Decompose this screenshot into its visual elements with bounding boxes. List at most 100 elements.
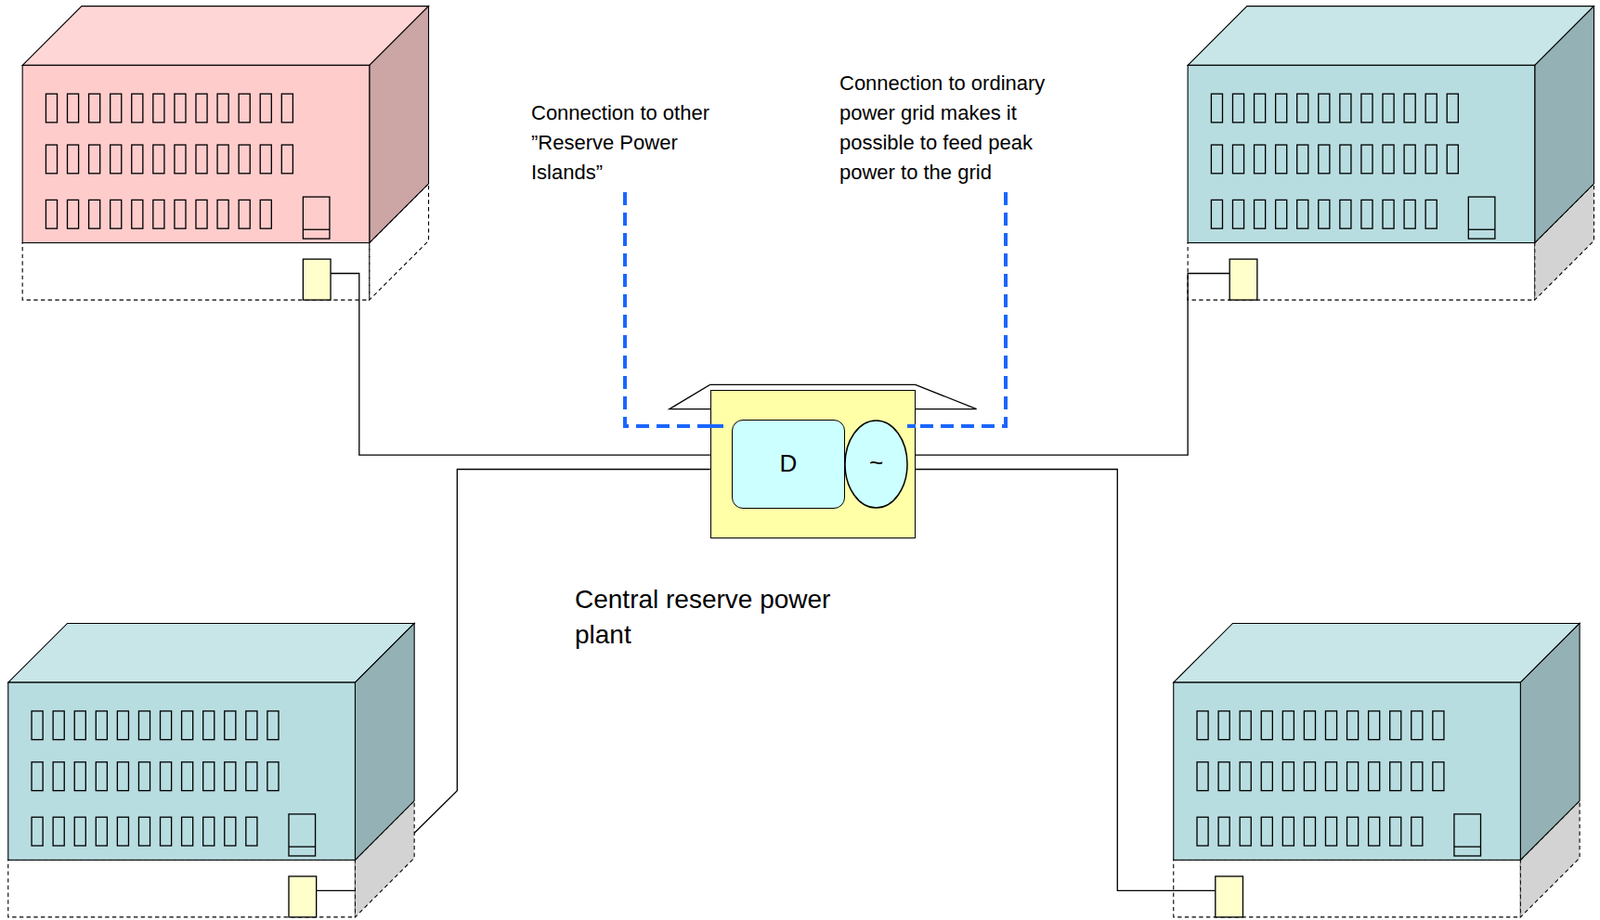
window <box>1339 199 1352 229</box>
window <box>1368 711 1380 741</box>
window <box>45 199 57 229</box>
building-front <box>1173 682 1522 860</box>
window <box>217 144 229 174</box>
window <box>89 144 101 174</box>
building-front <box>1187 65 1535 243</box>
window <box>1432 711 1444 741</box>
window <box>138 817 150 846</box>
window <box>1232 199 1244 229</box>
window <box>224 711 236 741</box>
window <box>267 711 279 741</box>
window <box>1303 711 1315 741</box>
window <box>153 144 165 174</box>
window <box>131 144 144 174</box>
window <box>281 144 293 174</box>
window <box>1368 817 1380 846</box>
window <box>89 199 101 229</box>
building <box>1173 623 1580 917</box>
window <box>195 199 208 229</box>
window <box>52 817 65 846</box>
door <box>1468 196 1496 239</box>
window <box>89 93 101 123</box>
window <box>1411 762 1423 792</box>
window <box>95 762 107 792</box>
window <box>74 762 86 792</box>
window <box>110 93 122 123</box>
window <box>1425 144 1437 174</box>
window <box>1361 93 1373 123</box>
window <box>138 762 150 792</box>
window <box>160 817 172 846</box>
door <box>1454 845 1482 847</box>
window <box>260 93 272 123</box>
building-part <box>1520 623 1580 860</box>
window <box>1282 711 1294 741</box>
building-part <box>1187 243 1535 301</box>
engine-symbol: D <box>732 449 845 479</box>
window <box>260 199 272 229</box>
window <box>1239 762 1251 792</box>
generator-circle: ~ <box>844 419 909 509</box>
window <box>1282 762 1294 792</box>
building-part <box>1173 859 1522 918</box>
window <box>1218 762 1230 792</box>
window <box>1361 144 1373 174</box>
window <box>1232 144 1244 174</box>
callout-note: Connection to other ”Reserve Power Islan… <box>531 98 755 188</box>
window <box>153 199 165 229</box>
window <box>1275 144 1288 174</box>
window <box>67 144 79 174</box>
power-cable <box>330 273 711 456</box>
window <box>1361 199 1373 229</box>
window <box>1446 93 1458 123</box>
building <box>22 6 429 300</box>
window <box>1347 762 1359 792</box>
window <box>224 817 236 846</box>
connection-box <box>288 876 317 918</box>
window <box>117 762 129 792</box>
window <box>1404 93 1416 123</box>
window <box>1382 144 1394 174</box>
window <box>117 817 129 846</box>
window <box>195 93 208 123</box>
building-part <box>369 6 430 244</box>
window <box>153 93 165 123</box>
window <box>1261 711 1273 741</box>
window <box>1339 144 1352 174</box>
building-part <box>22 243 370 301</box>
window <box>1254 93 1266 123</box>
window <box>195 144 208 174</box>
window <box>174 199 186 229</box>
window <box>52 711 65 741</box>
diesel-engine-box: D <box>731 419 846 509</box>
window <box>1425 199 1437 229</box>
reserve-connection <box>907 424 916 429</box>
window <box>1404 199 1416 229</box>
window <box>1210 199 1223 229</box>
window <box>1232 93 1244 123</box>
window <box>1303 817 1315 846</box>
window <box>1210 93 1223 123</box>
building <box>8 623 415 917</box>
building-part <box>1187 6 1594 66</box>
window <box>74 711 86 741</box>
window <box>131 199 144 229</box>
window <box>246 711 258 741</box>
window <box>1297 144 1309 174</box>
connection-box <box>302 259 331 300</box>
window <box>174 93 186 123</box>
window <box>1390 817 1402 846</box>
reserve-connection <box>915 192 1006 427</box>
building-front <box>22 65 370 243</box>
window <box>1261 817 1273 846</box>
window <box>217 93 229 123</box>
window <box>110 144 122 174</box>
window <box>1382 93 1394 123</box>
reserve-connection <box>710 424 731 429</box>
window <box>95 817 107 846</box>
window <box>1411 817 1423 846</box>
window <box>131 93 144 123</box>
window <box>74 817 86 846</box>
window <box>67 93 79 123</box>
window <box>1254 199 1266 229</box>
